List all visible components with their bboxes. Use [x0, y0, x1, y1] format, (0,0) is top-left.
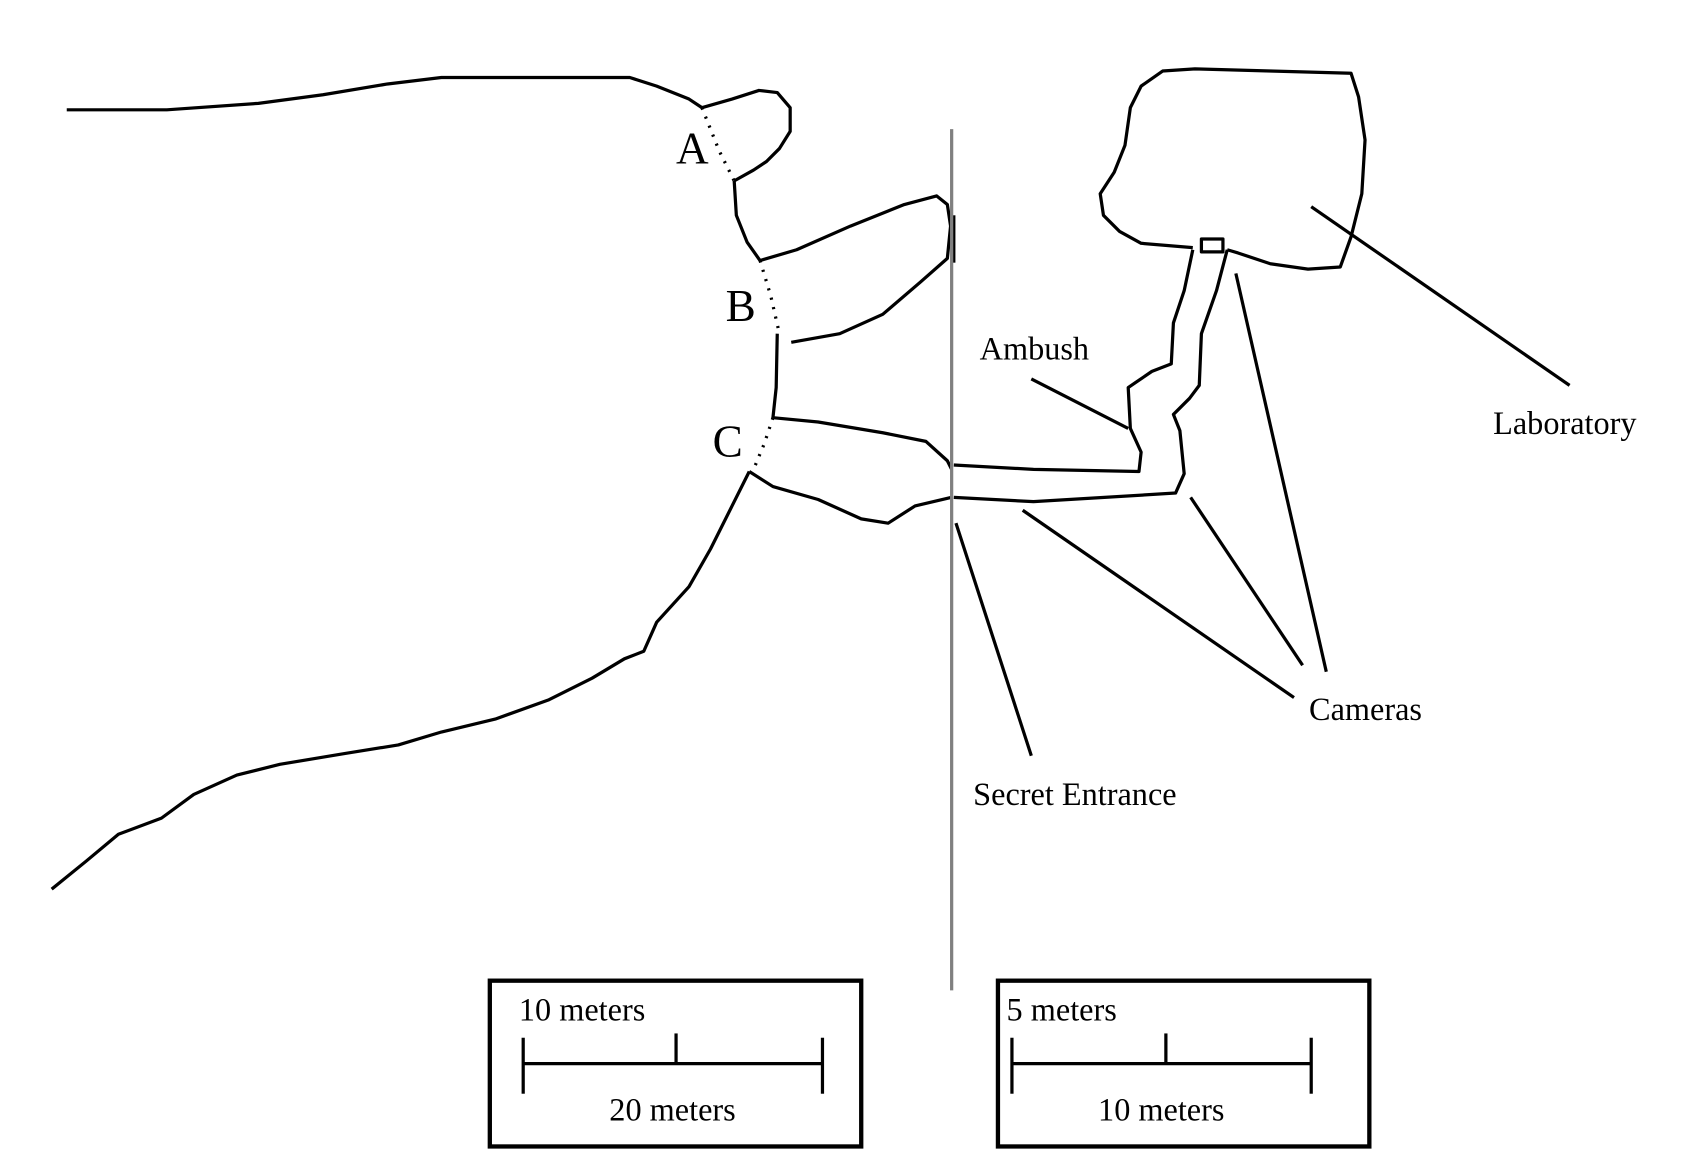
laboratory-room	[1098, 67, 1367, 271]
ambush-label: Ambush	[980, 331, 1089, 367]
scale-bar-right: 5 meters 10 meters	[995, 978, 1372, 1149]
scale-right-top: 5 meters	[1007, 992, 1117, 1028]
secret-entrance-label: Secret Entrance	[973, 776, 1176, 812]
camera-leader-2	[1189, 496, 1304, 667]
point-c-label: C	[713, 416, 743, 466]
cameras-label: Cameras	[1309, 691, 1422, 727]
branch-lower	[772, 416, 954, 471]
laboratory-leader	[1310, 205, 1571, 387]
branch-lower-bottom	[748, 470, 953, 525]
cave-wall-bottom	[50, 470, 751, 891]
camera-leader-1	[1021, 508, 1295, 699]
scale-right-bottom: 10 meters	[1098, 1092, 1224, 1128]
gate-c	[752, 417, 775, 470]
scale-left-top: 10 meters	[519, 992, 645, 1028]
gate-a	[700, 107, 736, 182]
point-a-label: A	[676, 124, 709, 174]
cave-wall-mid-1	[732, 180, 762, 262]
laboratory-door-camera	[1199, 237, 1225, 254]
tunnel-upper-wall	[953, 249, 1195, 474]
tunnel-lower-wall	[953, 249, 1229, 504]
ambush-leader	[1030, 377, 1129, 430]
secret-entrance-leader	[954, 522, 1033, 757]
laboratory-label: Laboratory	[1493, 405, 1637, 441]
gate-b	[758, 260, 781, 335]
point-b-label: B	[726, 281, 756, 331]
scale-bar-left: 10 meters 20 meters	[487, 978, 864, 1149]
camera-leader-3	[1234, 273, 1328, 673]
scale-left-bottom: 20 meters	[609, 1092, 735, 1128]
branch-upper	[759, 194, 953, 344]
cave-wall-mid-2	[771, 333, 779, 418]
